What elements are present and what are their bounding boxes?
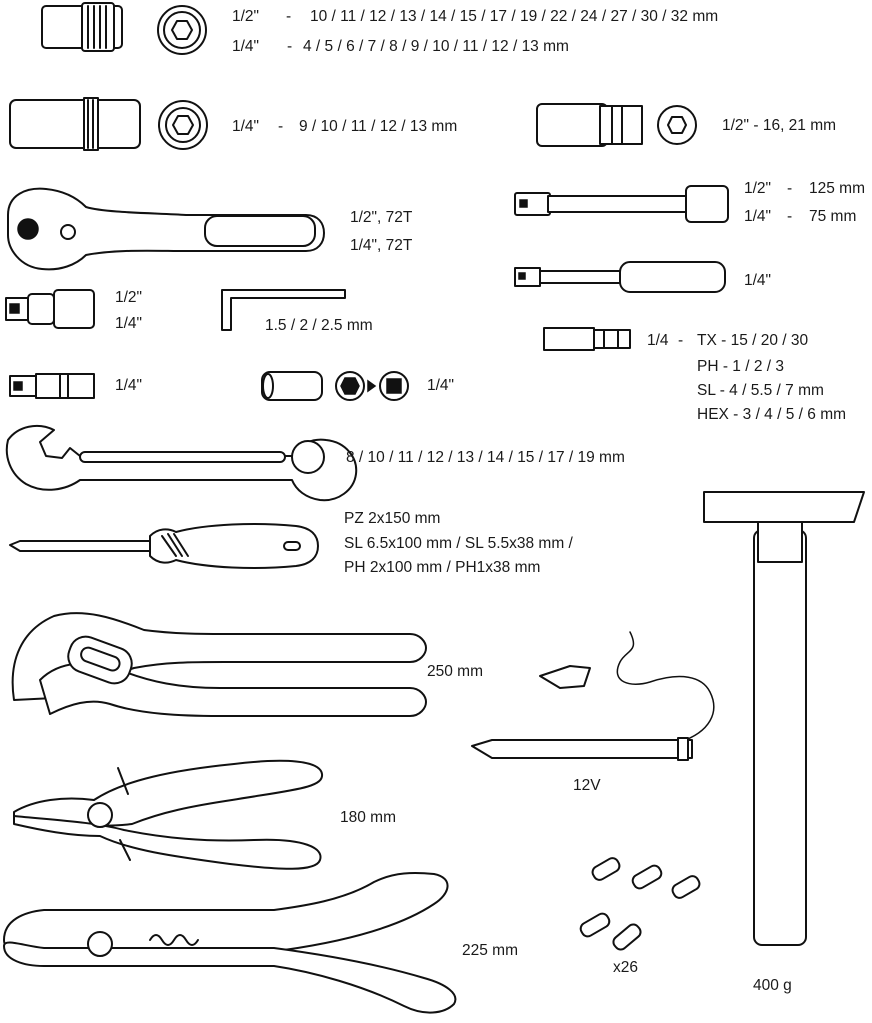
- deep-socket-half-label: 1/2" - 16, 21 mm: [722, 117, 836, 134]
- screwdriver-label-3: PH 2x100 mm / PH1x38 mm: [344, 559, 540, 576]
- ujoint-half-label: 1/2": [115, 289, 142, 306]
- dash: -: [278, 118, 283, 135]
- screwdriver-icon: [9, 523, 319, 569]
- bits-sl: SL - 4 / 5.5 / 7 mm: [697, 382, 824, 399]
- adapter-label: 1/4": [115, 377, 142, 394]
- crimping-pliers-icon: [3, 872, 457, 1014]
- spinner-handle-icon: [514, 261, 726, 293]
- socket-icon: [41, 2, 207, 55]
- deep-socket-half-icon: [536, 103, 697, 147]
- bits-prefix: 1/4: [647, 332, 669, 349]
- socket-half-label: 1/2": [232, 8, 259, 25]
- deep-socket-quarter-sizes: 9 / 10 / 11 / 12 / 13 mm: [299, 118, 457, 135]
- wrench-label: 8 / 10 / 11 / 12 / 13 / 14 / 15 / 17 / 1…: [346, 449, 625, 466]
- dash: -: [787, 180, 792, 197]
- adapter-icon: [9, 373, 95, 399]
- hex-key-icon: [221, 289, 346, 331]
- terminals-label: x26: [613, 959, 638, 976]
- bits-hex: HEX - 3 / 4 / 5 / 6 mm: [697, 406, 846, 423]
- bits-ph: PH - 1 / 2 / 3: [697, 358, 784, 375]
- dash: -: [678, 332, 683, 349]
- combination-pliers-label: 180 mm: [340, 809, 396, 826]
- combination-pliers-icon: [13, 759, 324, 870]
- dash: -: [787, 208, 792, 225]
- crimping-pliers-label: 225 mm: [462, 942, 518, 959]
- combination-wrench-icon: [5, 424, 358, 502]
- voltage-tester-icon: [471, 631, 715, 761]
- screwdriver-label-1: PZ 2x150 mm: [344, 510, 440, 527]
- screwdriver-label-2: SL 6.5x100 mm / SL 5.5x38 mm /: [344, 535, 574, 552]
- deep-socket-icon: [9, 97, 208, 151]
- bit-adapter-icon: [261, 371, 409, 401]
- universal-joint-icon: [5, 289, 95, 329]
- ratchet-quarter-label: 1/4", 72T: [350, 237, 413, 254]
- screwdriver-bit-icon: [543, 327, 631, 351]
- bits-tx: TX - 15 / 20 / 30: [697, 332, 809, 349]
- extension-quarter-size: 75 mm: [809, 208, 856, 225]
- socket-quarter-sizes: 4 / 5 / 6 / 7 / 8 / 9 / 10 / 11 / 12 / 1…: [303, 38, 569, 55]
- hammer-label: 400 g: [753, 977, 792, 994]
- cable-terminals-icon: [579, 857, 701, 951]
- hammer-icon: [703, 491, 865, 946]
- deep-socket-quarter-label: 1/4": [232, 118, 259, 135]
- extension-quarter-label: 1/4": [744, 208, 771, 225]
- water-pump-pliers-icon: [11, 612, 427, 717]
- tester-label: 12V: [573, 777, 601, 794]
- ratchet-icon: [7, 187, 325, 271]
- hex-key-label: 1.5 / 2 / 2.5 mm: [265, 317, 373, 334]
- ujoint-quarter-label: 1/4": [115, 315, 142, 332]
- dash: -: [287, 38, 292, 55]
- ratchet-half-label: 1/2", 72T: [350, 209, 413, 226]
- spinner-label: 1/4": [744, 272, 771, 289]
- dash: -: [286, 8, 291, 25]
- socket-half-sizes: 10 / 11 / 12 / 13 / 14 / 15 / 17 / 19 / …: [310, 8, 718, 25]
- extension-bar-icon: [514, 185, 729, 223]
- bit-adapter-label: 1/4": [427, 377, 454, 394]
- extension-half-label: 1/2": [744, 180, 771, 197]
- socket-quarter-label: 1/4": [232, 38, 259, 55]
- extension-half-size: 125 mm: [809, 180, 865, 197]
- water-pump-pliers-label: 250 mm: [427, 663, 483, 680]
